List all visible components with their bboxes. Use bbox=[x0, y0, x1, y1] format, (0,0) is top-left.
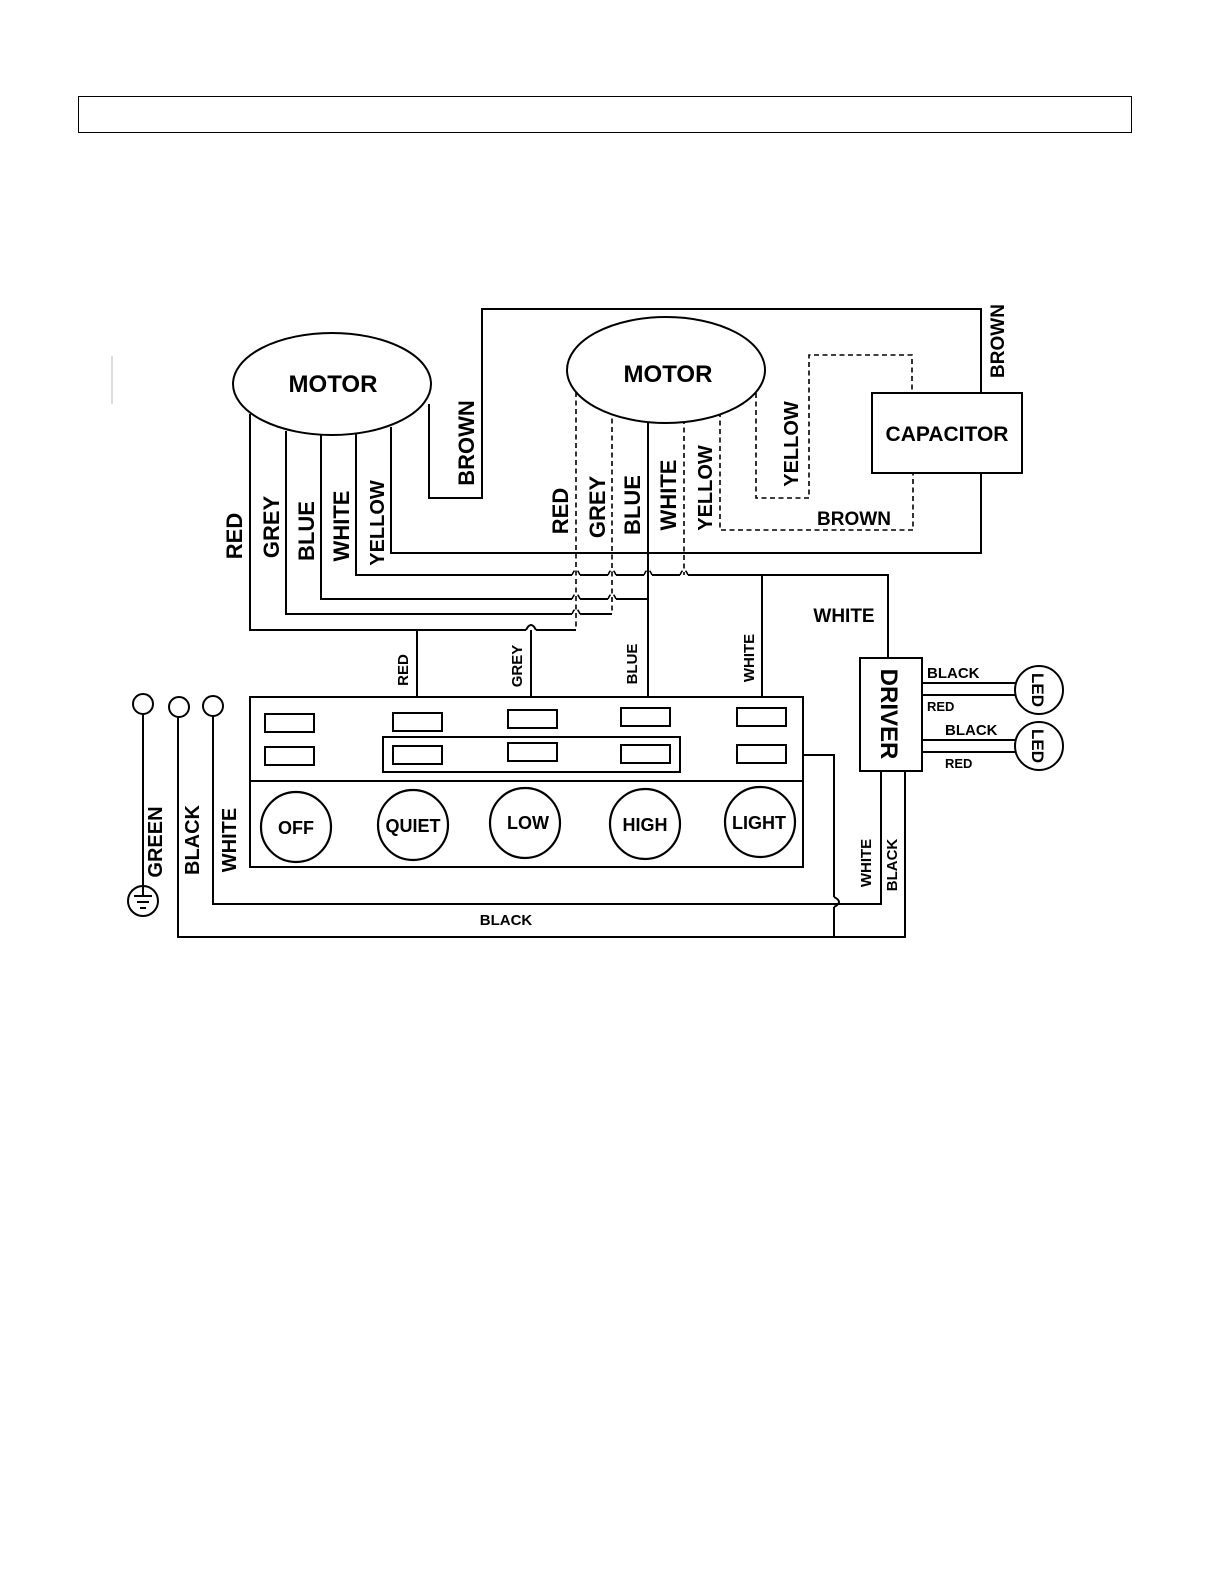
switch-wire-blue: BLUE bbox=[624, 644, 641, 685]
button-off: OFF bbox=[261, 792, 331, 862]
m1-wire-brown: BROWN bbox=[454, 400, 479, 486]
capacitor: CAPACITOR bbox=[872, 393, 1022, 473]
ground-icon bbox=[128, 886, 158, 916]
driver-feed-white: WHITE bbox=[813, 606, 874, 627]
terminal bbox=[508, 710, 557, 728]
button-low: LOW bbox=[490, 788, 560, 858]
led-2-label: LED bbox=[1028, 729, 1047, 763]
terminal bbox=[621, 708, 670, 726]
motor-1-label: MOTOR bbox=[289, 371, 378, 398]
m2-wire-blue: BLUE bbox=[620, 475, 645, 535]
supply-wire-white: WHITE bbox=[219, 808, 241, 872]
terminal bbox=[265, 714, 314, 732]
button-quiet: QUIET bbox=[378, 790, 448, 860]
supply-wire-green: GREEN bbox=[145, 806, 167, 877]
capacitor-wire-brown: BROWN bbox=[988, 304, 1009, 378]
led-1-label: LED bbox=[1028, 673, 1047, 707]
terminal bbox=[393, 746, 442, 764]
supply-wire-black: BLACK bbox=[182, 804, 204, 875]
terminal bbox=[737, 708, 786, 726]
m2-wire-yellow-2: YELLOW bbox=[781, 401, 803, 487]
button-light-label: LIGHT bbox=[732, 813, 786, 833]
m1-wire-blue: BLUE bbox=[294, 501, 319, 561]
button-light: LIGHT bbox=[725, 787, 795, 857]
button-high: HIGH bbox=[610, 789, 680, 859]
m1-wire-red: RED bbox=[222, 513, 247, 559]
terminal bbox=[737, 745, 786, 763]
button-high-label: HIGH bbox=[623, 815, 668, 835]
led-2-black-label: BLACK bbox=[945, 722, 998, 739]
driver: DRIVER bbox=[860, 658, 922, 771]
button-low-label: LOW bbox=[507, 813, 549, 833]
m2-wire-brown: BROWN bbox=[817, 509, 891, 530]
m1-wire-grey: GREY bbox=[259, 496, 284, 559]
button-off-label: OFF bbox=[278, 818, 314, 838]
button-quiet-label: QUIET bbox=[385, 816, 440, 836]
bottom-wire-black: BLACK bbox=[480, 912, 533, 929]
supply-terminal-green bbox=[133, 694, 153, 714]
led-2-red-label: RED bbox=[945, 756, 972, 771]
driver-out-white: WHITE bbox=[858, 839, 875, 887]
terminal bbox=[621, 745, 670, 763]
m2-wire-red: RED bbox=[548, 488, 573, 534]
m1-wire-white: WHITE bbox=[329, 491, 354, 562]
m2-wire-yellow: YELLOW bbox=[695, 445, 717, 531]
terminal bbox=[393, 713, 442, 731]
led-1: LED bbox=[1015, 666, 1063, 714]
motor-2: MOTOR bbox=[567, 317, 765, 423]
m2-wire-grey: GREY bbox=[585, 476, 610, 539]
led-1-red-label: RED bbox=[927, 699, 954, 714]
switch-wire-white: WHITE bbox=[741, 634, 758, 682]
motor-1: MOTOR bbox=[233, 333, 431, 435]
supply-terminal-black bbox=[169, 697, 189, 717]
supply-terminal-white bbox=[203, 696, 223, 716]
switch-wire-red: RED bbox=[395, 654, 412, 686]
motor-2-label: MOTOR bbox=[624, 361, 713, 388]
m2-wire-white: WHITE bbox=[656, 460, 681, 531]
led-1-black-label: BLACK bbox=[927, 665, 980, 682]
terminal bbox=[265, 747, 314, 765]
led-2: LED bbox=[1015, 722, 1063, 770]
switch-wire-grey: GREY bbox=[509, 645, 526, 688]
m1-wire-yellow: YELLOW bbox=[367, 480, 389, 566]
capacitor-label: CAPACITOR bbox=[886, 423, 1009, 446]
driver-label: DRIVER bbox=[875, 669, 902, 760]
driver-out-black: BLACK bbox=[884, 839, 901, 892]
terminal bbox=[508, 743, 557, 761]
